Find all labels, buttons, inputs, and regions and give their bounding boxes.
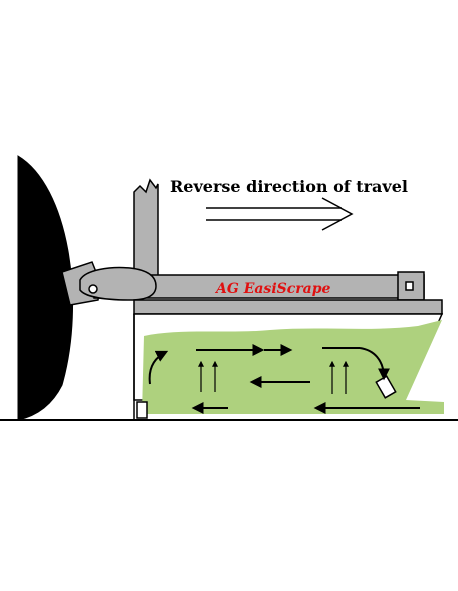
bolt-icon: [405, 281, 414, 291]
vertical-post: [133, 178, 159, 277]
double-arrow-right-icon: [206, 197, 354, 231]
brand-label: AG EasiScrape: [214, 281, 331, 297]
direction-heading: Reverse direction of travel: [170, 177, 408, 196]
link-arm: [79, 266, 157, 301]
pivot-bolt-icon: [88, 284, 98, 294]
soil-fill: [142, 320, 444, 414]
skid-plate: [136, 401, 148, 419]
tractor-wheel: [17, 155, 74, 421]
curved-arrow-icon: [148, 350, 169, 385]
soil-flow-arrows: [148, 344, 420, 414]
blade-top-plate: [133, 299, 443, 315]
curved-arrow-icon: [359, 347, 390, 381]
